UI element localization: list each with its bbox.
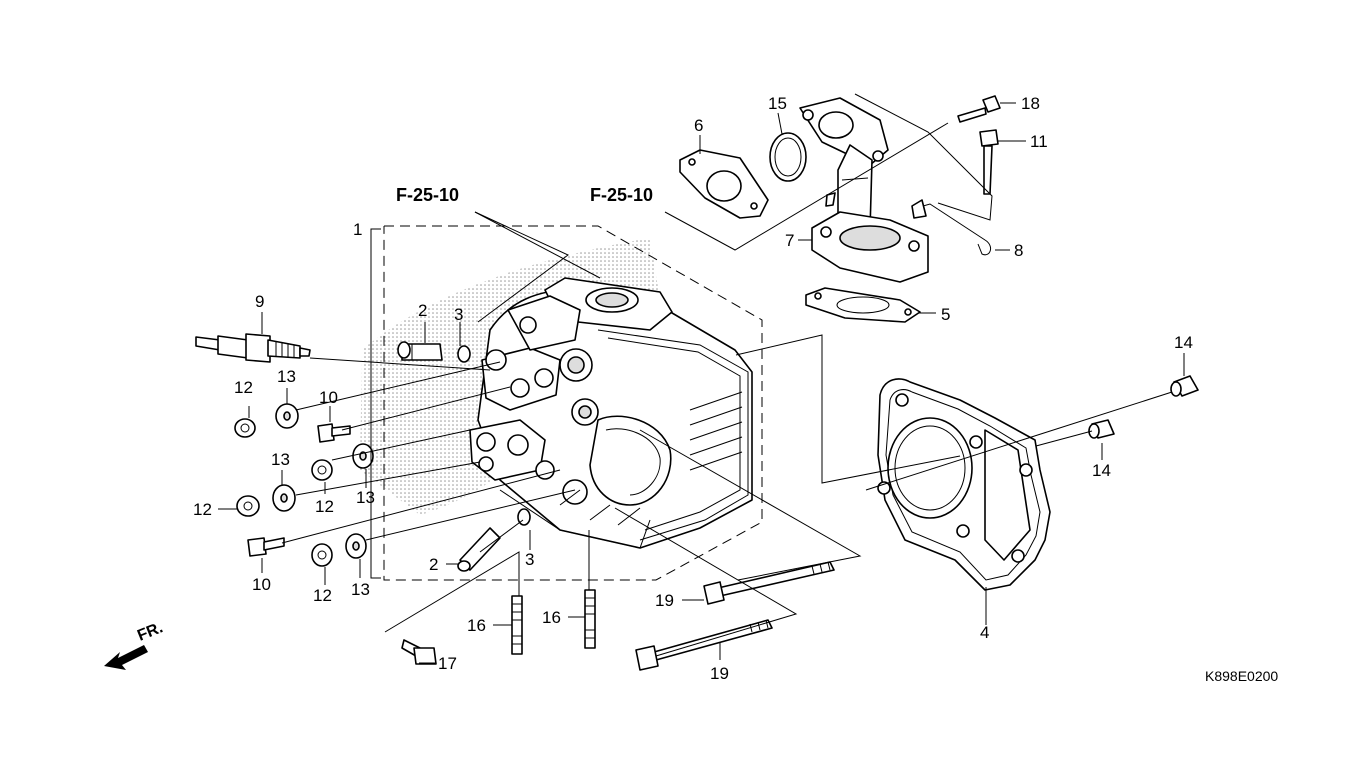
callout-17: 17: [438, 654, 457, 673]
valve-guide-lower: [457, 527, 501, 572]
callout-16-a: 16: [467, 616, 486, 635]
callout-19-upper: 19: [655, 591, 674, 610]
callout-6: 6: [694, 116, 703, 135]
callout-12-b: 12: [315, 497, 334, 516]
callout-7: 7: [785, 231, 794, 250]
intake-gasket-lower: [805, 287, 921, 323]
callout-19-lower: 19: [710, 664, 729, 683]
callout-2-lower: 2: [429, 555, 438, 574]
reference-label-right: F-25-10: [590, 185, 653, 205]
o-ring: [769, 132, 807, 182]
nut-12-a: [234, 418, 256, 438]
nut-12-b: [311, 459, 333, 481]
reference-label-left: F-25-10: [396, 185, 459, 205]
spark-plug: [195, 333, 311, 363]
dowel-pin-upper: [1170, 375, 1199, 397]
callout-18: 18: [1021, 94, 1040, 113]
callout-11: 11: [1030, 132, 1048, 151]
callout-12-a: 12: [234, 378, 253, 397]
bolt-17: [401, 639, 437, 665]
bolt-18: [957, 95, 1001, 123]
callout-3-lower: 3: [525, 550, 534, 569]
dowel-pin-lower: [1088, 419, 1115, 439]
callout-14-lower: 14: [1092, 461, 1111, 480]
bolt-10-a: [317, 423, 351, 443]
cylinder-head-gasket: [877, 378, 1051, 591]
stud-bolt-b: [584, 589, 596, 649]
bolt-11: [979, 129, 999, 195]
callout-16-b: 16: [542, 608, 561, 627]
washer-13-b: [352, 443, 374, 469]
callout-13-d: 13: [351, 580, 370, 599]
callout-13-c: 13: [356, 488, 375, 507]
callout-8: 8: [1014, 241, 1023, 260]
callout-2-upper: 2: [418, 301, 427, 320]
front-arrow-icon: [104, 645, 148, 670]
cylinder-head-assembly: [360, 225, 763, 581]
washer-13-d: [345, 533, 367, 559]
callout-1: 1: [353, 220, 362, 239]
callout-4: 4: [980, 623, 989, 642]
callout-9: 9: [255, 292, 264, 311]
stud-bolt-a: [511, 595, 523, 655]
bolt-10-b: [247, 537, 285, 557]
leader-lines: [218, 93, 1185, 664]
callout-14-upper: 14: [1174, 333, 1193, 352]
callout-10-lower: 10: [252, 575, 271, 594]
wire-clamp: [911, 199, 992, 256]
valve-guide-upper: [397, 341, 443, 361]
washer-13-c: [272, 484, 296, 512]
callout-10-upper: 10: [319, 388, 338, 407]
washer-13-a: [275, 403, 299, 429]
clip-upper: [457, 345, 471, 363]
intake-pipe: [799, 97, 929, 283]
callout-15: 15: [768, 94, 787, 113]
front-label: FR.: [135, 619, 165, 644]
intake-gasket-upper: [679, 149, 769, 219]
callout-3-upper: 3: [454, 305, 463, 324]
callout-12-c: 12: [313, 586, 332, 605]
nut-12-d: [311, 543, 333, 567]
nut-12-c: [236, 495, 260, 517]
callout-12-d: 12: [193, 500, 212, 519]
diagram-code: K898E0200: [1205, 668, 1278, 684]
callout-5: 5: [941, 305, 950, 324]
callout-13-a: 13: [277, 367, 296, 386]
callout-13-b: 13: [271, 450, 290, 469]
long-bolt-upper: [703, 561, 835, 605]
